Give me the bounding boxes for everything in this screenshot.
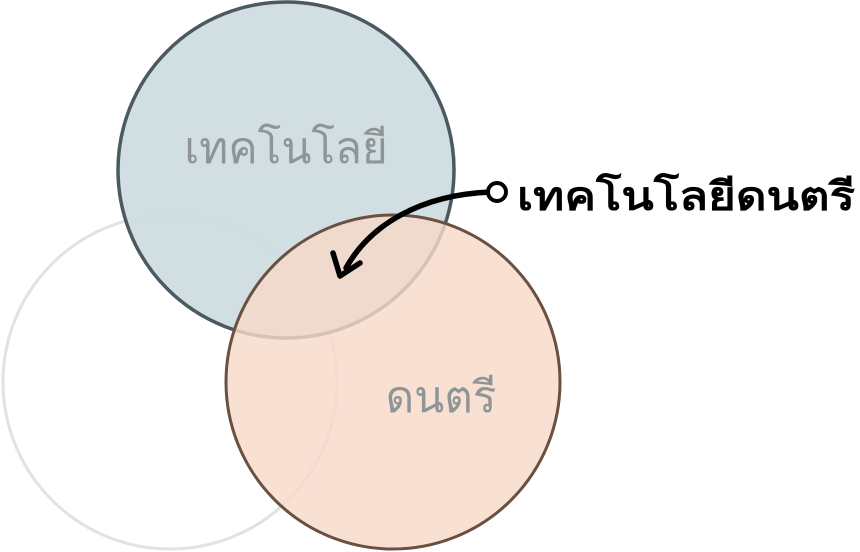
callout-arrow-head (330, 250, 363, 279)
callout-arrow (330, 181, 508, 279)
music-circle (224, 213, 562, 551)
callout-anchor-dot (486, 181, 508, 203)
technology-label: เทคโนโลยี (184, 123, 388, 174)
music-label: ดนตรี (386, 372, 497, 423)
intersection-label: เทคโนโลยีดนตรี (517, 173, 856, 220)
callout-arrow-line (343, 189, 493, 271)
